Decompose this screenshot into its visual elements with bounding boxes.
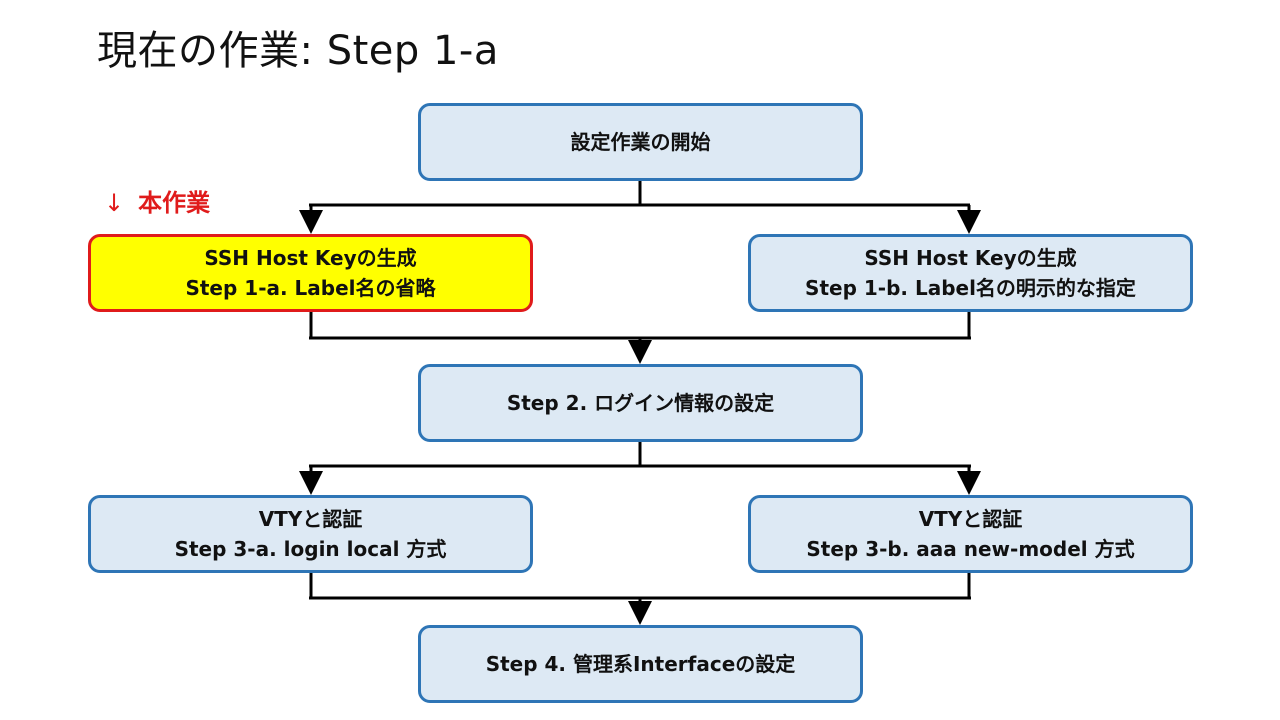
step-1a-label: Step 1-a. Label名の省略 (185, 276, 436, 300)
step-3b-heading: VTYと認証 (918, 507, 1023, 531)
step-4-label: Step 4. 管理系Interfaceの設定 (485, 652, 796, 676)
step-3a-box: VTYと認証 Step 3-a. login local 方式 (88, 495, 533, 573)
step-2-box: Step 2. ログイン情報の設定 (418, 364, 863, 442)
page-title: 現在の作業: Step 1-a (97, 28, 499, 74)
current-step-label: 本作業 (138, 189, 211, 217)
step-start-label: 設定作業の開始 (570, 130, 711, 154)
current-step-marker: ↓ 本作業 (104, 183, 210, 218)
step-4-box: Step 4. 管理系Interfaceの設定 (418, 625, 863, 703)
step-3b-label: Step 3-b. aaa new-model 方式 (806, 537, 1135, 561)
step-1b-box: SSH Host Keyの生成 Step 1-b. Label名の明示的な指定 (748, 234, 1193, 312)
step-start-box: 設定作業の開始 (418, 103, 863, 181)
step-3b-box: VTYと認証 Step 3-b. aaa new-model 方式 (748, 495, 1193, 573)
step-1a-heading: SSH Host Keyの生成 (204, 246, 417, 270)
step-1b-heading: SSH Host Keyの生成 (864, 246, 1077, 270)
step-3a-label: Step 3-a. login local 方式 (174, 537, 447, 561)
step-1a-box: SSH Host Keyの生成 Step 1-a. Label名の省略 (88, 234, 533, 312)
down-arrow-icon: ↓ (104, 189, 125, 217)
step-1b-label: Step 1-b. Label名の明示的な指定 (805, 276, 1136, 300)
step-2-label: Step 2. ログイン情報の設定 (506, 391, 775, 415)
step-3a-heading: VTYと認証 (258, 507, 363, 531)
